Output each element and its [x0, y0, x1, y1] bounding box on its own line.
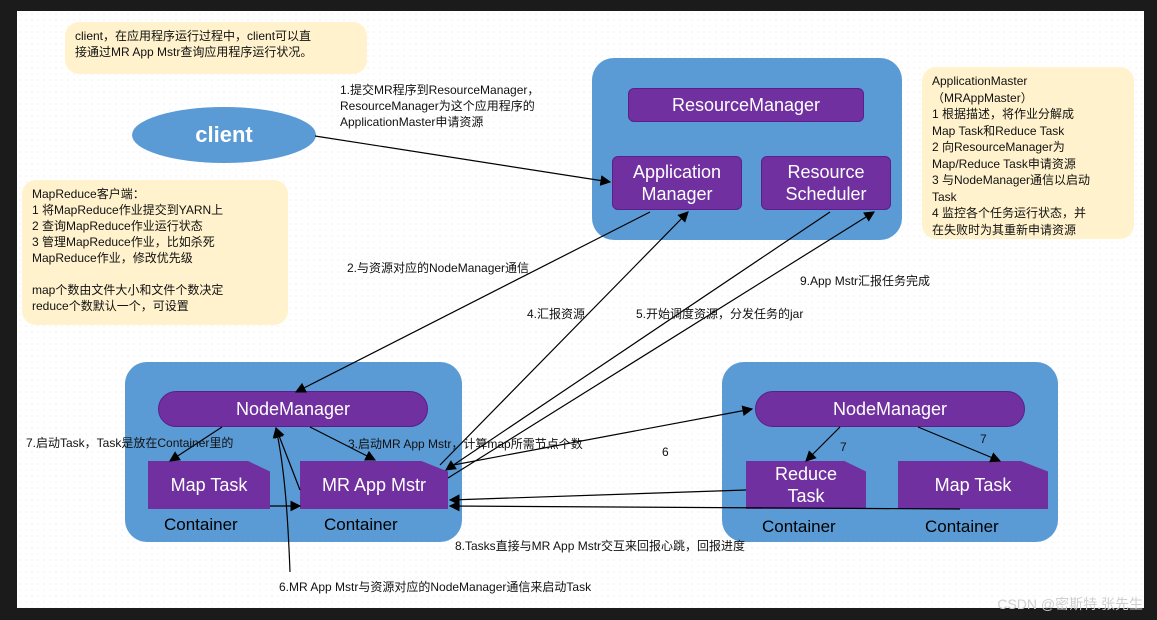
arrow-step-6-left	[272, 426, 291, 573]
resource-scheduler-box: Resource Scheduler	[761, 156, 891, 210]
step-3-label: 3.启动MR App Mstr，计算map所需节点个数	[348, 437, 583, 451]
right-map-task: Map Task	[898, 461, 1048, 509]
arrow-step-7b	[917, 426, 1002, 463]
step-7b-label: 7	[980, 432, 987, 446]
step-7-label: 7.启动Task，Task是放在Container里的	[26, 436, 234, 450]
right-node-manager: NodeManager	[755, 391, 1025, 427]
right-container-label-2: Container	[925, 517, 999, 536]
arrow-step-8-reduce	[448, 489, 747, 506]
arrow-step-1	[314, 135, 612, 186]
arrow-step-7-left	[168, 426, 223, 462]
arrow-step-7a	[805, 426, 841, 462]
step-5-label: 5.开始调度资源，分发任务的jar	[636, 307, 804, 321]
client-node: client	[132, 107, 316, 163]
right-container-label-1: Container	[762, 517, 836, 536]
application-master-note: ApplicationMaster （MRAppMaster） 1 根据描述，将…	[922, 67, 1134, 239]
client-note: client，在应用程序运行过程中，client可以直 接通过MR App Ms…	[65, 22, 367, 74]
step-6-right-label: 6	[662, 445, 669, 459]
mapreduce-client-note: MapReduce客户端： 1 将MapReduce作业提交到YARN上 2 查…	[22, 180, 288, 325]
step-8-label: 8.Tasks直接与MR App Mstr交互来回报心跳，回报进度	[455, 539, 746, 553]
arrow-step-8-map	[448, 500, 961, 512]
step-9-label: 9.App Mstr汇报任务完成	[800, 274, 931, 288]
reduce-task: Reduce Task	[746, 461, 866, 509]
application-manager-box: Application Manager	[612, 156, 742, 210]
arrow-step-5	[445, 211, 831, 471]
arrow-step-4	[439, 211, 689, 466]
arrow-step-9	[447, 211, 876, 479]
step-2-label: 2.与资源对应的NodeManager通信	[347, 261, 530, 275]
arrow-step-2	[294, 211, 651, 393]
resource-manager-box: ResourceManager	[628, 88, 864, 122]
step-4-label: 4.汇报资源	[527, 307, 586, 321]
left-map-task: Map Task	[148, 461, 270, 509]
arrow-step-3	[309, 426, 377, 461]
watermark: CSDN @密斯特.张先生	[997, 596, 1143, 612]
step-7a-label: 7	[840, 440, 847, 454]
arrow-step-6-right	[447, 405, 754, 467]
step-6-label: 6.MR App Mstr与资源对应的NodeManager通信来启动Task	[279, 580, 592, 594]
mr-app-mstr-box: MR App Mstr	[300, 461, 448, 509]
left-node-manager: NodeManager	[158, 391, 428, 427]
step-1-label: 1.提交MR程序到ResourceManager， ResourceManage…	[340, 83, 540, 129]
left-container-label-2: Container	[324, 515, 398, 534]
left-container-label-1: Container	[164, 515, 238, 534]
